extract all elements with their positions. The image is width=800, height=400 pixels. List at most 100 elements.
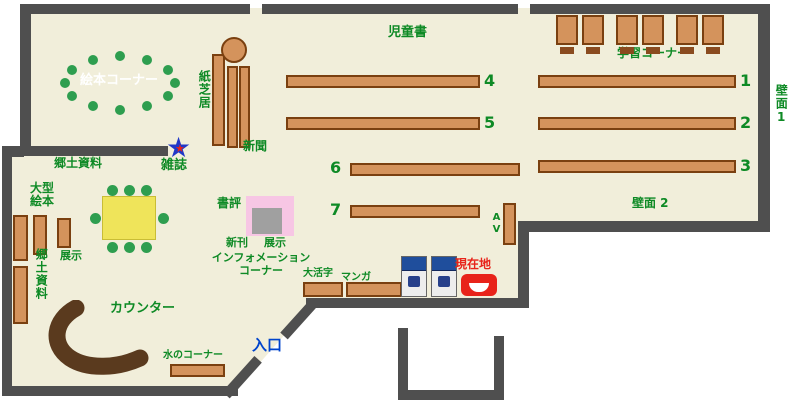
shelf-number-3: 3	[740, 156, 752, 175]
newspaper-shelf	[239, 66, 250, 148]
magazine-star-icon: ★ ★	[166, 134, 196, 164]
study-chair	[586, 47, 600, 54]
water-corner-shelf	[170, 364, 225, 377]
wall-segment	[20, 4, 31, 156]
chair-dot	[67, 91, 77, 101]
wall-segment	[518, 221, 770, 232]
star-outer-icon: ★	[166, 131, 192, 164]
bookshelf-row-3	[538, 160, 736, 173]
book-review-label: 書評	[217, 196, 242, 210]
machine-slot	[438, 276, 450, 287]
shelf-number-7: 7	[330, 200, 342, 219]
newspaper-shelf	[227, 66, 238, 148]
study-desk	[616, 15, 638, 45]
wall-segment	[2, 146, 24, 157]
shelf-number-5: 5	[484, 113, 496, 132]
av-shelf	[503, 203, 516, 245]
wall-segment	[2, 146, 12, 396]
chair-dot	[170, 78, 180, 88]
local-materials-label: 郷土資料	[54, 156, 103, 170]
display-shelf	[57, 218, 71, 248]
chair-dot	[67, 65, 77, 75]
chair-dot	[115, 105, 125, 115]
entrance-label: 入口	[252, 336, 283, 354]
chair-dot	[88, 55, 98, 65]
wall-2-label: 壁面 2	[632, 196, 669, 210]
left-wall-shelf	[13, 266, 28, 324]
shelf-number-6: 6	[330, 158, 342, 177]
picture-book-corner-label: 絵本コーナー	[79, 73, 158, 88]
chair-dot	[140, 184, 152, 196]
bookshelf-row-1	[538, 75, 736, 88]
large-print-shelf	[303, 282, 343, 297]
chair-dot	[123, 241, 135, 253]
information-corner-label: インフォメーション コーナー	[205, 251, 317, 277]
study-chair	[620, 47, 634, 54]
av-label: AV	[491, 212, 502, 236]
machine-top	[402, 257, 426, 271]
display-center-label: 展示	[264, 236, 286, 249]
study-chair	[680, 47, 694, 54]
wall-segment	[530, 4, 770, 14]
wall-segment	[398, 390, 504, 400]
round-table	[221, 37, 247, 63]
bookshelf-row-2	[538, 117, 736, 130]
water-corner-label: 水のコーナー	[163, 350, 223, 361]
counter-desk	[48, 300, 149, 375]
new-books-label: 新刊	[226, 236, 248, 249]
display-side-label: 展示	[60, 249, 82, 262]
chair-dot	[106, 184, 118, 196]
chair-dot	[60, 78, 70, 88]
chair-dot	[163, 65, 173, 75]
local-materials-side-label: 郷土資料	[34, 248, 49, 300]
kamishibai-label: 紙芝居	[197, 70, 212, 109]
study-chair	[560, 47, 574, 54]
chair-dot	[163, 91, 173, 101]
shelf-number-4: 4	[484, 71, 496, 90]
left-wall-shelf	[13, 215, 28, 261]
kiosk-machine-icon	[401, 256, 427, 297]
bookshelf-row-7	[350, 205, 480, 218]
shelf-number-2: 2	[740, 113, 752, 132]
manga-label: マンガ	[341, 272, 371, 283]
current-location-label: 現在地	[455, 257, 492, 271]
wall-segment	[262, 4, 518, 14]
chair-dot	[142, 55, 152, 65]
chair-dot	[88, 101, 98, 111]
wall-segment	[758, 4, 770, 232]
study-desk	[642, 15, 664, 45]
large-picture-books-line2: 絵本	[30, 194, 55, 209]
wall-segment	[518, 228, 529, 308]
large-picture-books-label: 大型 絵本	[30, 181, 55, 209]
magazine-label: 雑誌	[161, 158, 188, 173]
shelf-number-1: 1	[740, 71, 752, 90]
wall-segment	[20, 146, 168, 156]
study-desk	[582, 15, 604, 45]
bookshelf-row-5	[286, 117, 480, 130]
counter-label: カウンター	[110, 301, 176, 316]
wall-segment	[494, 336, 504, 400]
display-stand	[246, 196, 294, 236]
kiosk-machine-icon	[431, 256, 457, 297]
wall-segment	[398, 328, 408, 400]
wall-segment	[20, 4, 250, 14]
bookshelf-row-6	[350, 163, 520, 176]
chair-dot	[115, 51, 125, 61]
left-wall-shelf	[33, 215, 47, 255]
bookshelf-row-4	[286, 75, 480, 88]
chair-dot	[142, 101, 152, 111]
newspaper-label: 新聞	[243, 139, 268, 153]
large-picture-books-line1: 大型	[30, 181, 55, 195]
information-line1: インフォメーション	[211, 251, 311, 264]
kamishibai-shelf	[212, 54, 225, 146]
study-desk	[556, 15, 578, 45]
kids-table	[102, 196, 156, 240]
wall-1-label: 壁面1	[774, 84, 789, 125]
current-location-marker	[461, 274, 497, 296]
chair-dot	[106, 241, 118, 253]
chair-dot	[157, 212, 169, 224]
large-print-label: 大活字	[303, 268, 333, 279]
machine-slot	[408, 276, 420, 287]
chair-dot	[140, 241, 152, 253]
